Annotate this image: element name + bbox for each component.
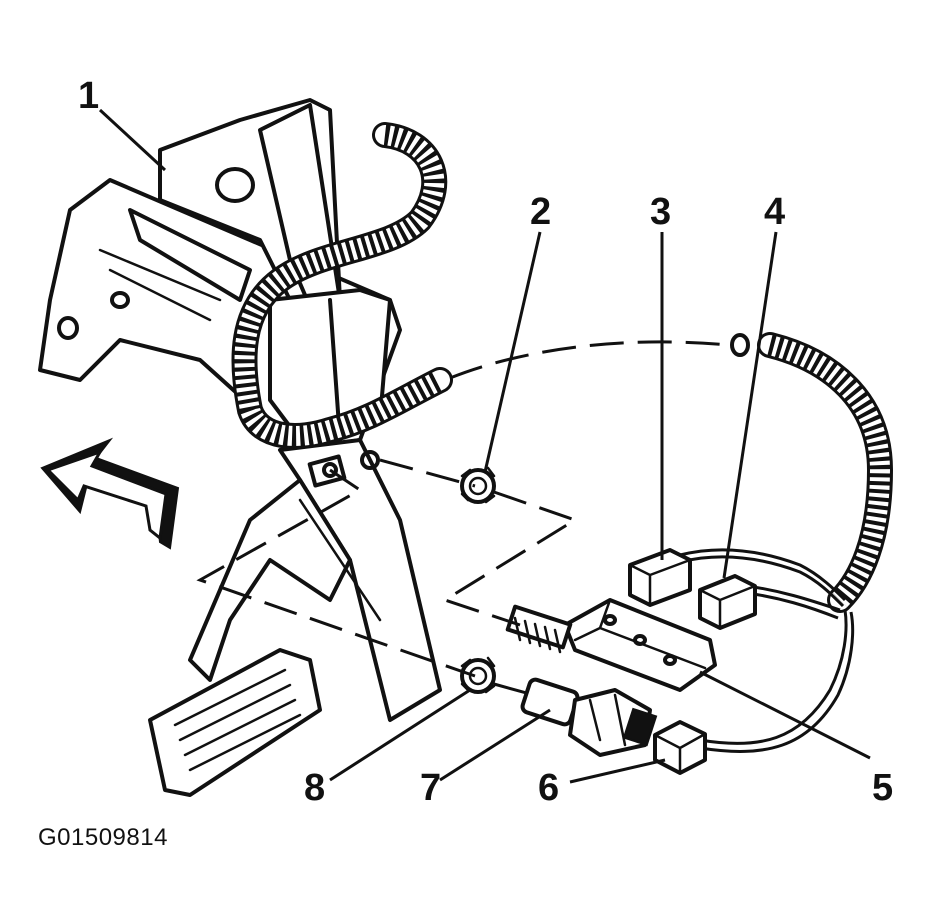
retainer-clip-2	[460, 466, 496, 504]
callout-5: 5	[872, 767, 893, 809]
brake-pedal	[148, 438, 442, 797]
callout-7: 7	[420, 767, 441, 809]
connector-4	[698, 574, 757, 630]
connector-3	[628, 548, 692, 607]
cruise-release-switch	[505, 598, 717, 692]
callout-2: 2	[530, 191, 551, 233]
installation-guides	[196, 458, 579, 696]
front-direction-arrow	[40, 437, 180, 550]
stop-lamp-switch	[520, 677, 658, 757]
wiring-harness-conduit	[231, 122, 894, 613]
callout-1: 1	[78, 75, 99, 117]
callout-3: 3	[650, 191, 671, 233]
figure-id-label: G01509814	[38, 824, 168, 851]
connector-6	[653, 720, 707, 775]
callout-8: 8	[304, 767, 325, 809]
callout-4: 4	[764, 191, 785, 233]
pedal-bracket	[38, 98, 402, 452]
harness-routing-line	[449, 340, 729, 380]
retainer-clip-8	[460, 656, 496, 694]
callout-leaders	[98, 108, 871, 784]
callout-6: 6	[538, 767, 559, 809]
